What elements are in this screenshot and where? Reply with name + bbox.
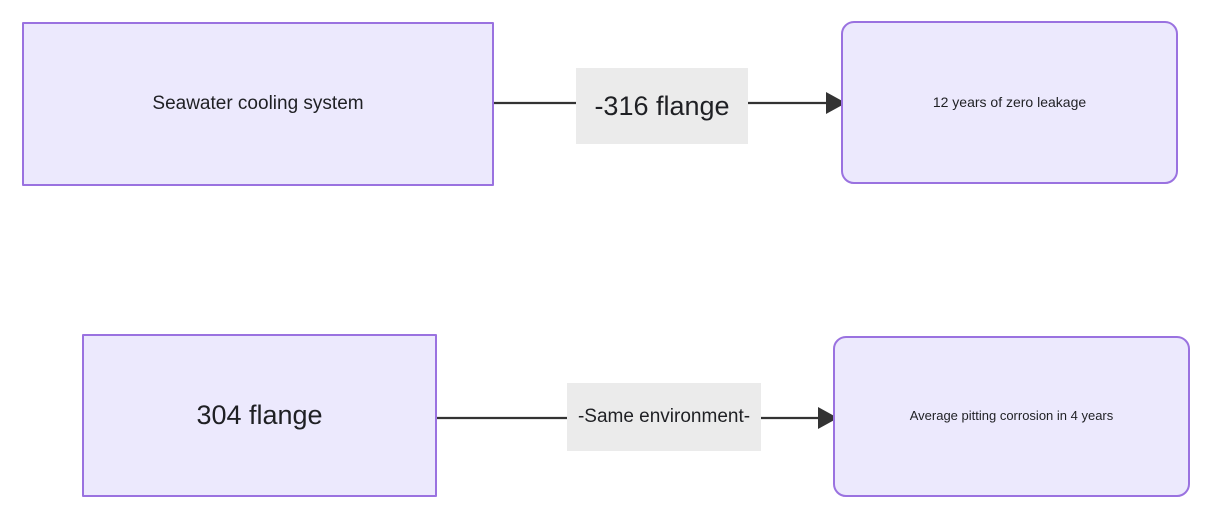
node-304-flange[interactable]: 304 flange xyxy=(82,334,437,497)
node-label: 304 flange xyxy=(196,399,323,430)
node-label: Seawater cooling system xyxy=(152,92,364,114)
edge-label-same-environment[interactable]: -Same environment- xyxy=(567,383,761,451)
node-label: Average pitting corrosion in 4 years xyxy=(909,408,1114,424)
edge-label-text: -Same environment- xyxy=(577,406,751,427)
node-seawater-cooling-system[interactable]: Seawater cooling system xyxy=(22,22,494,186)
node-zero-leakage-outcome[interactable]: 12 years of zero leakage xyxy=(841,21,1178,184)
node-label: 12 years of zero leakage xyxy=(932,94,1087,111)
edge-label-text: -316 flange xyxy=(594,90,730,121)
edge-label-316-flange[interactable]: -316 flange xyxy=(576,68,748,144)
node-pitting-corrosion-outcome[interactable]: Average pitting corrosion in 4 years xyxy=(833,336,1190,497)
